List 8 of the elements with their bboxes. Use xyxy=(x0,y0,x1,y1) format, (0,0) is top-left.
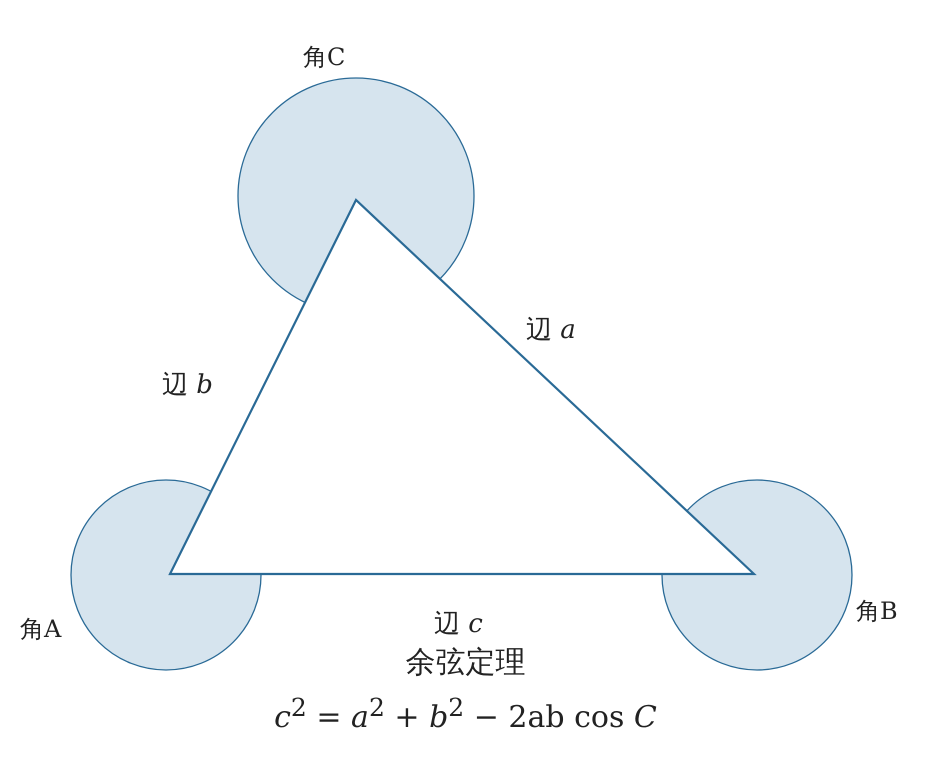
side-label: 辺 b xyxy=(162,371,213,400)
side-label: 角B xyxy=(856,598,898,624)
side-label: 辺 a xyxy=(526,316,576,345)
angle-label: 角C xyxy=(303,44,346,70)
title: 余弦定理 xyxy=(404,646,526,679)
side-label: 辺 c xyxy=(434,610,483,639)
formula: c$^{2}$ = a$^{2}$ + b$^{2}$ − 2ab cos C xyxy=(273,694,658,734)
side-label: 角A xyxy=(20,616,62,642)
